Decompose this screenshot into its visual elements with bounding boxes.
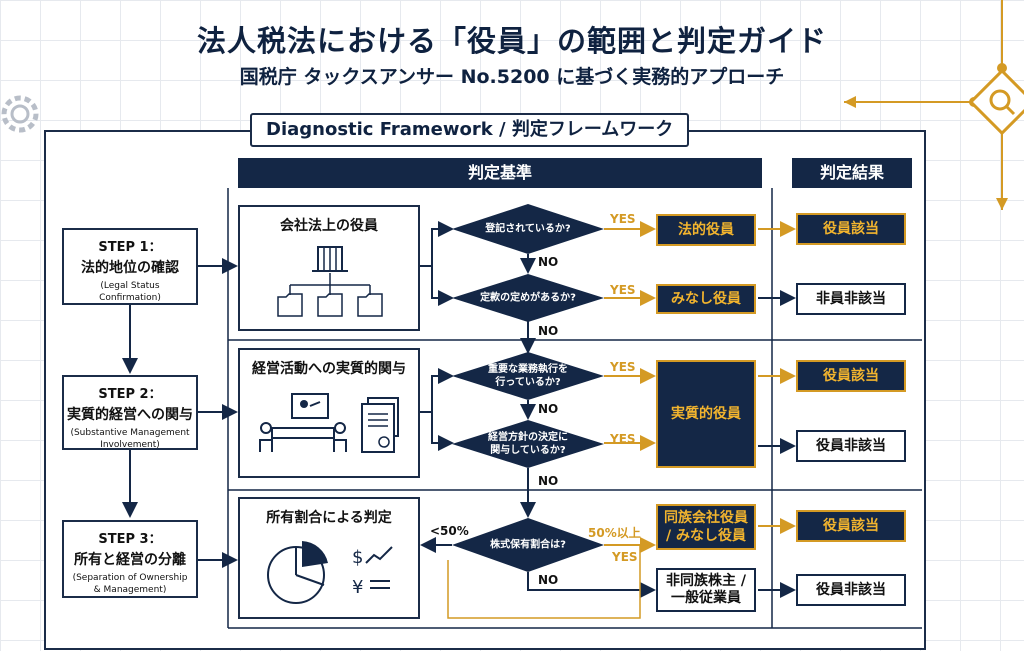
yes-label: YES [610,360,636,374]
decision-text-line1: 経営方針の決定に [488,432,568,443]
step-name: 実質的経営への関与 [67,407,193,423]
no-label: NO [538,474,559,488]
decision-q4: 経営方針の決定に関与しているか? [452,420,604,468]
panel-ownership: 所有割合による判定 $ ¥ [238,497,420,619]
result-applicable: 役員該当 [796,213,906,245]
currency-icon: $ ¥ [352,546,393,598]
outcome-legal-officer: 法的役員 [656,214,756,246]
decision-text: 定款の定めがあるか? [480,292,576,304]
outcome-line1: 同族会社役員 [664,510,748,526]
step-number: STEP 3： [98,532,162,547]
no-label: NO [538,402,559,416]
magnifier-icon [844,0,1024,210]
step-en-line2: Confirmation) [99,293,161,303]
no-label: NO [538,324,559,338]
result-applicable: 役員該当 [796,510,906,542]
yes-label: YES [610,283,636,297]
svg-text:¥: ¥ [352,577,363,598]
step-name: 所有と経営の分離 [74,552,186,568]
framework-label: Diagnostic Framework / 判定フレームワーク [250,113,690,147]
panel-title: 会社法上の役員 [280,218,378,234]
yes-label: YES [610,432,636,446]
decision-text: 登記されているか? [485,223,571,235]
outcome-line2: 一般従業員 [671,590,741,606]
result-not-applicable: 役員非該当 [796,574,906,606]
step-1-box: STEP 1： 法的地位の確認 (Legal Status Confirmati… [62,228,198,305]
panel-title: 所有割合による判定 [266,510,392,526]
result-header: 判定結果 [792,158,912,188]
page-title: 法人税法における「役員」の範囲と判定ガイド [196,24,827,58]
outcome-non-family: 非同族株主 / 一般従業員 [656,568,756,612]
outcome-line1: 非同族株主 / [666,573,746,589]
step-en-line1: (Legal Status [100,281,160,291]
step-3-box: STEP 3： 所有と経営の分離 (Separation of Ownershi… [62,520,198,598]
step-en-line2: & Management) [93,585,167,595]
decision-q5: 株式保有割合は? [452,518,604,572]
result-applicable: 役員該当 [796,360,906,392]
org-chart-icon [277,273,383,317]
svg-text:$: $ [352,547,363,568]
panel-substantive: 経営活動への実質的関与 [238,348,420,478]
decision-q3: 重要な業務執行を行っているか? [452,352,604,400]
step-name: 法的地位の確認 [81,260,179,276]
no-label: NO [538,255,559,269]
page-subtitle: 国税庁 タックスアンサー No.5200 に基づく実務的アプローチ [239,66,785,88]
outcome-line2: / みなし役員 [666,528,746,544]
decision-text-line2: 関与しているか? [490,445,566,456]
no-label: NO [538,573,559,587]
decision-text-line1: 重要な業務執行を [488,364,568,375]
step-en-line1: (Substantive Management [70,428,190,438]
decision-text: 株式保有割合は? [490,539,566,551]
lt50-label: <50% [430,524,469,538]
outcome-deemed-officer: みなし役員 [656,284,756,314]
step-number: STEP 2： [98,387,162,402]
step-en-line2: Involvement) [100,440,160,450]
decision-text-line2: 行っているか? [495,377,561,388]
step-number: STEP 1： [98,240,162,255]
criteria-header: 判定基準 [238,158,762,188]
document-icon [361,397,399,453]
yes-label: YES [610,212,636,226]
outcome-family-company-officer: 同族会社役員 / みなし役員 [656,504,756,550]
panel-legal: 会社法上の役員 [238,205,420,331]
ge50-label: 50%以上 [588,526,641,540]
step-2-box: STEP 2： 実質的経営への関与 (Substantive Managemen… [62,375,198,450]
yes-label: YES [612,550,638,564]
pie-chart-icon [267,541,328,604]
result-not-applicable: 非員非該当 [796,283,906,315]
building-icon [312,246,348,272]
decision-q2: 定款の定めがあるか? [452,274,604,322]
meeting-icon [259,393,347,452]
decision-q1: 登記されているか? [452,204,604,254]
result-not-applicable: 役員非該当 [796,430,906,462]
step-en-line1: (Separation of Ownership [72,573,188,583]
gear-icon [1,95,39,133]
outcome-substantive-officer: 実質的役員 [656,360,756,468]
panel-title: 経営活動への実質的関与 [252,361,406,377]
